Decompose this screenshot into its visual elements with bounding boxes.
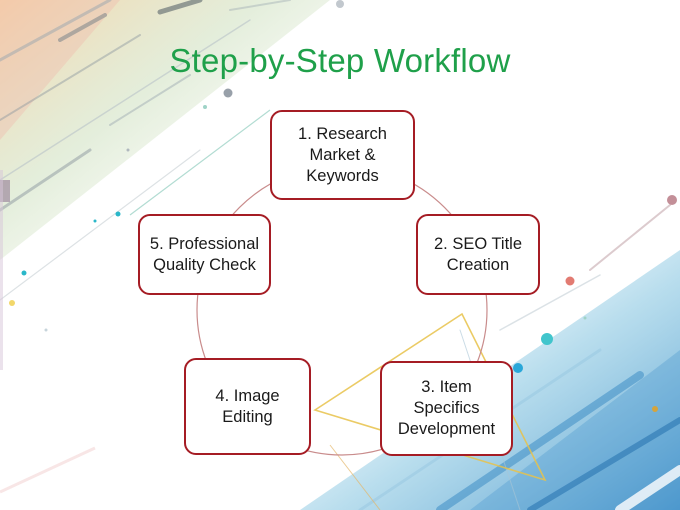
top-left-streaks (0, 0, 291, 301)
step-5-box: 5. Professional Quality Check (138, 214, 271, 295)
top-left-pink-wash (0, 0, 120, 140)
step-3-box: 3. Item Specifics Development (380, 361, 513, 456)
slide-title: Step-by-Step Workflow (169, 42, 511, 79)
step-1-box: 1. Research Market & Keywords (270, 110, 415, 200)
decorative-dots (9, 0, 677, 412)
teal-outline-line (129, 109, 271, 216)
top-left-color-wash (0, 0, 330, 260)
step-2-box: 2. SEO Title Creation (416, 214, 540, 295)
step-4-box: 4. Image Editing (184, 358, 311, 455)
bottom-right-streaks (358, 204, 680, 510)
